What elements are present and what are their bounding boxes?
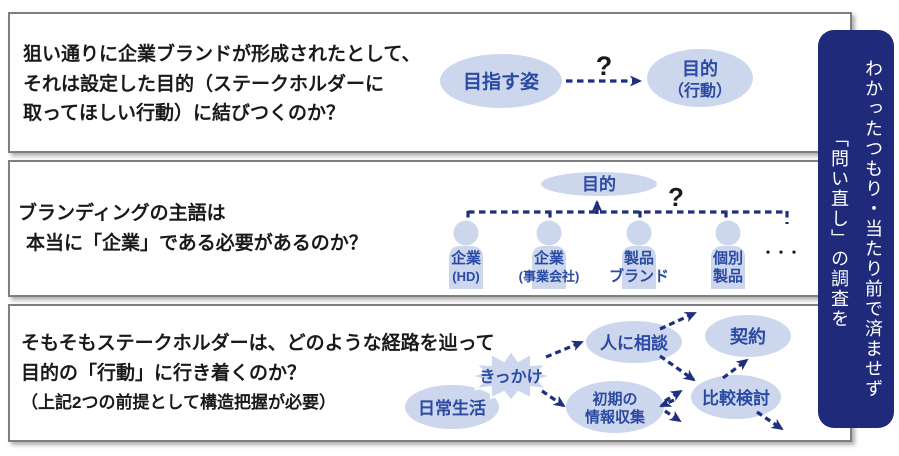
purpose-label-line1: 目的 <box>682 58 718 79</box>
initial-info-label-line2: 情報収集 <box>585 408 646 426</box>
leaf-label-4-line2: 製品 <box>712 267 743 285</box>
initial-info-label-line1: 初期の <box>592 390 637 408</box>
side-banner-text: わかったつもり・当たり前で済ませず 「問い直し」の調査を <box>822 30 890 428</box>
question-mark-1: ? <box>596 51 613 81</box>
panel3-text: そもそもステークホルダーは、どのような経路を辿って 目的の「行動」に行き着くのか… <box>21 329 495 418</box>
initial-info-ellipse <box>566 381 664 433</box>
person-icon-head <box>626 220 652 246</box>
diagram-goal-purpose: ? 目指す姿 目的 （行動） <box>440 49 753 108</box>
person-icon-body <box>449 246 483 289</box>
banner-text-line1: わかったつもり・当たり前で済ませず <box>863 59 883 399</box>
compare-label: 比較検討 <box>702 388 770 408</box>
leaf-label-1-line2: (HD) <box>452 269 479 284</box>
contract-ellipse <box>705 315 791 357</box>
panel3-line1: そもそもステークホルダーは、どのような経路を辿って <box>21 333 495 354</box>
arrow-consult-up-right <box>659 311 697 331</box>
panel3-line2: 目的の「行動」に行き着くのか？ <box>21 362 307 384</box>
person-icon-head <box>536 220 562 246</box>
panel1-line2: それは設定した目的（ステークホルダーに <box>23 73 385 95</box>
leaf-label-3-line1: 製品 <box>623 249 654 267</box>
goal-image-ellipse <box>440 54 562 108</box>
arrow-trigger-to-consult <box>545 340 584 359</box>
purpose-action-ellipse <box>647 49 753 107</box>
person-icon-head <box>453 220 479 246</box>
arrow-initial-down-right <box>664 409 682 423</box>
leaf-label-2-line1: 企業 <box>533 249 565 267</box>
panel3-line3: （上記2つの前提として構造把握が必要） <box>21 393 336 412</box>
panel2-text: ブランディングの主語は 本当に「企業」である必要があるのか？ <box>18 199 368 258</box>
leaf-label-3-line2: ブランド <box>609 267 669 285</box>
person-icon-head <box>715 220 741 246</box>
leaf-label-2-line2: (事業会社) <box>519 269 580 284</box>
trigger-label: きっかけ <box>479 368 542 386</box>
panel2-line2: 本当に「企業」である必要があるのか？ <box>26 232 368 254</box>
consult-label: 人に相談 <box>600 333 669 353</box>
leaf-label-4-line1: 個別 <box>712 249 743 267</box>
leaf-label-1-line1: 企業 <box>450 249 482 267</box>
trigger-starburst <box>467 349 555 403</box>
arrow-compare-down-right <box>756 410 784 431</box>
arrow-consult-to-compare <box>659 354 696 382</box>
arrow-trigger-to-initial <box>541 389 566 408</box>
purpose-root-ellipse <box>541 172 657 196</box>
arrow-compare-to-contract <box>722 358 749 380</box>
consult-ellipse <box>586 321 682 363</box>
person-icon-body <box>711 246 745 289</box>
person-icon-body <box>622 246 656 289</box>
person-icon-body <box>532 246 566 289</box>
arrow-compare-to-initial <box>659 396 675 408</box>
compare-ellipse <box>691 375 781 419</box>
daily-life-label: 日常生活 <box>418 398 486 418</box>
panel1-line3: 取ってほしい行動）に結びつくのか？ <box>23 103 346 124</box>
panel1-text: 狙い通りに企業ブランドが形成されたとして、 それは設定した目的（ステークホルダー… <box>23 40 420 129</box>
contract-label: 契約 <box>729 326 766 347</box>
daily-life-ellipse <box>405 385 499 429</box>
tree-connector <box>466 210 789 224</box>
purpose-root-label: 目的 <box>582 174 616 194</box>
purpose-label-line2: （行動） <box>668 81 732 100</box>
question-mark-2: ? <box>668 182 684 212</box>
arrow-initial-to-compare <box>664 389 683 403</box>
diagram-journey: 日常生活 きっかけ 人に相談 契約 初期の 情報収集 比較検討 <box>405 311 791 433</box>
goal-image-label: 目指す姿 <box>463 70 539 93</box>
panel1-line1: 狙い通りに企業ブランドが形成されたとして、 <box>23 44 421 65</box>
panel2-line1: ブランディングの主語は <box>18 203 226 224</box>
diagram-brand-hierarchy: 目的 ? 企業 (HD) 企業 (事業会社) 製品 ブランド <box>449 172 801 289</box>
person-icons <box>449 220 745 289</box>
ellipsis-dots: ・・・ <box>761 245 800 260</box>
side-banner: わかったつもり・当たり前で済ませず 「問い直し」の調査を <box>818 30 894 428</box>
banner-text-line2: 「問い直し」の調査を <box>829 129 849 329</box>
